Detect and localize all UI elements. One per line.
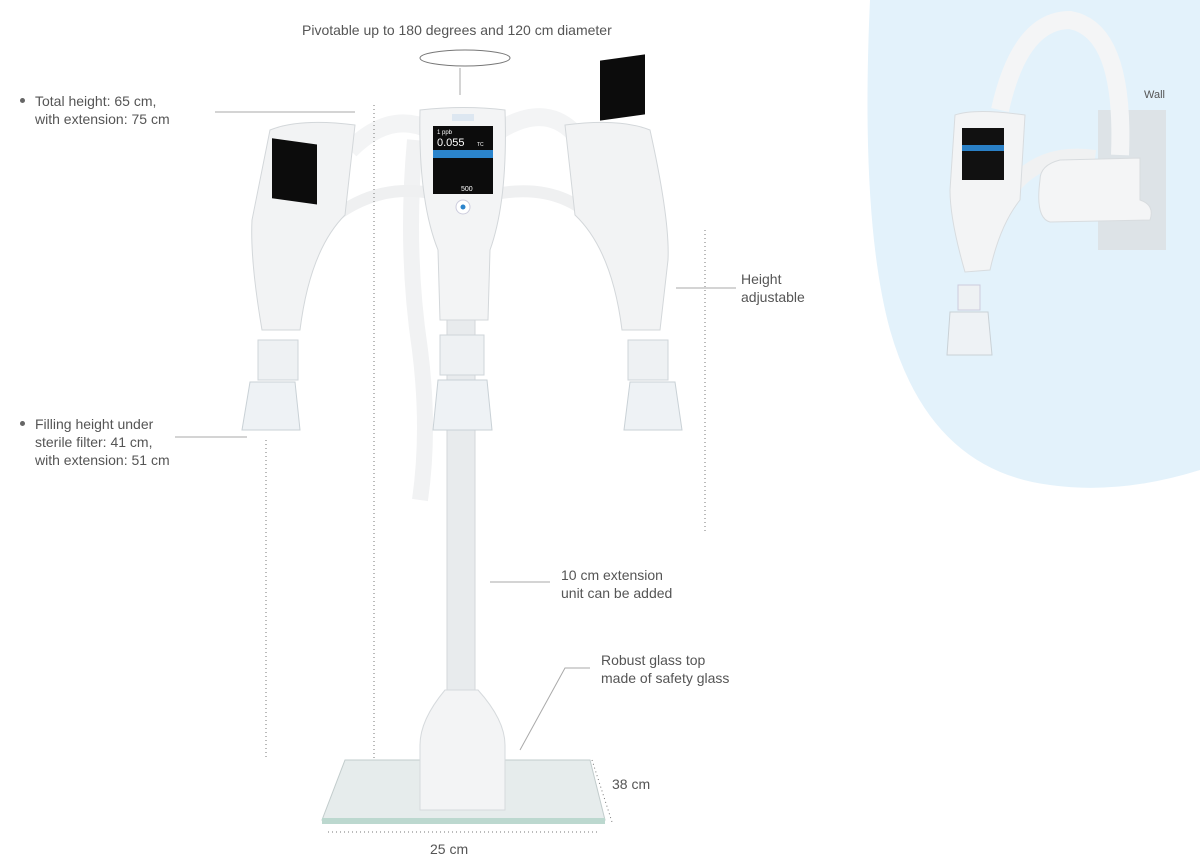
right-device-screen: [600, 54, 645, 121]
screen-value: 0.055: [437, 137, 465, 149]
screen-volume: 500: [461, 186, 473, 193]
glass-line-1: Robust glass top: [601, 652, 706, 668]
pivot-rotation-icon: [419, 49, 511, 67]
filling-line-1: Filling height under: [35, 416, 154, 432]
wall-bottle: [946, 311, 993, 356]
stand-hose-down: [403, 139, 433, 502]
left-filter: [257, 339, 299, 381]
height-line-2: adjustable: [741, 289, 805, 305]
center-device-screen: [433, 126, 493, 194]
left-bottle: [241, 381, 301, 431]
stand-foot: [419, 689, 506, 811]
wall-label: Wall: [1144, 89, 1165, 101]
pivot-label: Pivotable up to 180 degrees and 120 cm d…: [302, 22, 612, 38]
wall-holder: [1038, 157, 1152, 223]
filling-line-2: sterile filter: 41 cm,: [35, 434, 153, 450]
dimension-lines: [265, 105, 706, 833]
glass-line-2: made of safety glass: [601, 670, 730, 686]
right-filter: [627, 339, 669, 381]
height-adjustable-label: Height adjustable: [741, 270, 805, 306]
leader-lines: [175, 111, 736, 751]
bullet-icon: [20, 98, 25, 103]
filling-height-label: Filling height under sterile filter: 41 …: [35, 415, 170, 469]
bullet-icon: [20, 421, 25, 426]
left-device-screen: [272, 138, 317, 205]
extension-label: 10 cm extension unit can be added: [561, 566, 672, 602]
depth-label: 38 cm: [612, 776, 651, 792]
wall-filter: [957, 284, 981, 311]
total-height-line-2: with extension: 75 cm: [35, 111, 170, 127]
wall-hose: [991, 10, 1130, 156]
width-label: 25 cm: [430, 841, 469, 857]
extension-line-2: unit can be added: [561, 585, 673, 601]
height-line-1: Height: [741, 271, 782, 287]
total-height-label: Total height: 65 cm, with extension: 75 …: [35, 92, 170, 128]
right-bottle: [623, 381, 683, 431]
glass-top-label: Robust glass top made of safety glass: [601, 651, 729, 687]
filling-line-3: with extension: 51 cm: [35, 452, 170, 468]
center-bottle: [432, 379, 493, 431]
center-filter: [439, 334, 485, 376]
right-device: [564, 121, 669, 331]
screen-temp: TC: [477, 142, 484, 148]
total-height-line-1: Total height: 65 cm,: [35, 93, 157, 109]
stand-pole: [446, 319, 476, 701]
extension-line-1: 10 cm extension: [561, 567, 663, 583]
wall-device-screen: [962, 128, 1004, 180]
screen-ppb: 1 ppb: [437, 130, 453, 136]
